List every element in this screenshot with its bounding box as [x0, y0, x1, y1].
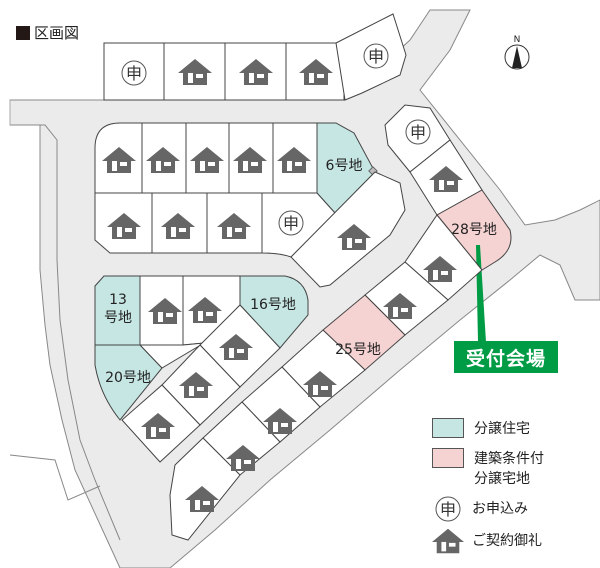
- legend-item-sold-house: 分譲住宅: [432, 418, 544, 438]
- lot-16: [239, 275, 309, 349]
- lot-28-label: 28号地: [451, 222, 497, 238]
- right-strip-lots: 28号地: [384, 104, 512, 271]
- lot-6-label: 6号地: [326, 158, 363, 174]
- conditional-land-swatch: [432, 448, 464, 468]
- top-row-lots: [103, 13, 407, 101]
- legend-label: 分譲住宅: [474, 421, 530, 437]
- lot-13-label-a: 13: [109, 292, 127, 308]
- application-icon: 申: [432, 496, 464, 522]
- reception-venue-label: 受付会場: [454, 341, 558, 373]
- lot-16-label: 16号地: [250, 297, 296, 313]
- sold-house-swatch: [432, 418, 464, 438]
- svg-text:申: 申: [440, 500, 456, 519]
- legend: 分譲住宅 建築条件付 分譲宅地 申 お申込み ご契約御礼: [432, 418, 544, 562]
- svg-text:N: N: [514, 35, 521, 45]
- legend-label: ご契約御礼: [472, 533, 542, 549]
- legend-label: 建築条件付 分譲宅地: [474, 448, 544, 488]
- map-title-text: 区画図: [34, 24, 80, 42]
- legend-item-application: 申 お申込み: [432, 496, 544, 522]
- north-compass-icon: N: [504, 35, 530, 70]
- house-icon: [432, 528, 464, 554]
- diagonal-strip-lots: 25号地: [169, 214, 483, 541]
- middle-block-lots: 6号地: [94, 122, 406, 288]
- legend-label-line2: 分譲宅地: [474, 471, 530, 487]
- lot-28: [436, 189, 512, 271]
- legend-item-contracted: ご契約御礼: [432, 528, 544, 554]
- legend-item-conditional-land: 建築条件付 分譲宅地: [432, 448, 544, 488]
- legend-label: お申込み: [472, 501, 528, 517]
- lower-left-block-lots: 13 号地 16号地 20号地: [94, 275, 309, 463]
- map-title: 区画図: [16, 22, 79, 43]
- title-square-icon: [16, 25, 30, 40]
- lot-25-label: 25号地: [335, 342, 381, 358]
- lot-20: [94, 344, 163, 421]
- lot-20-label: 20号地: [105, 370, 151, 386]
- legend-label-line1: 建築条件付: [474, 451, 544, 467]
- lot-13-label-b: 号地: [104, 310, 132, 326]
